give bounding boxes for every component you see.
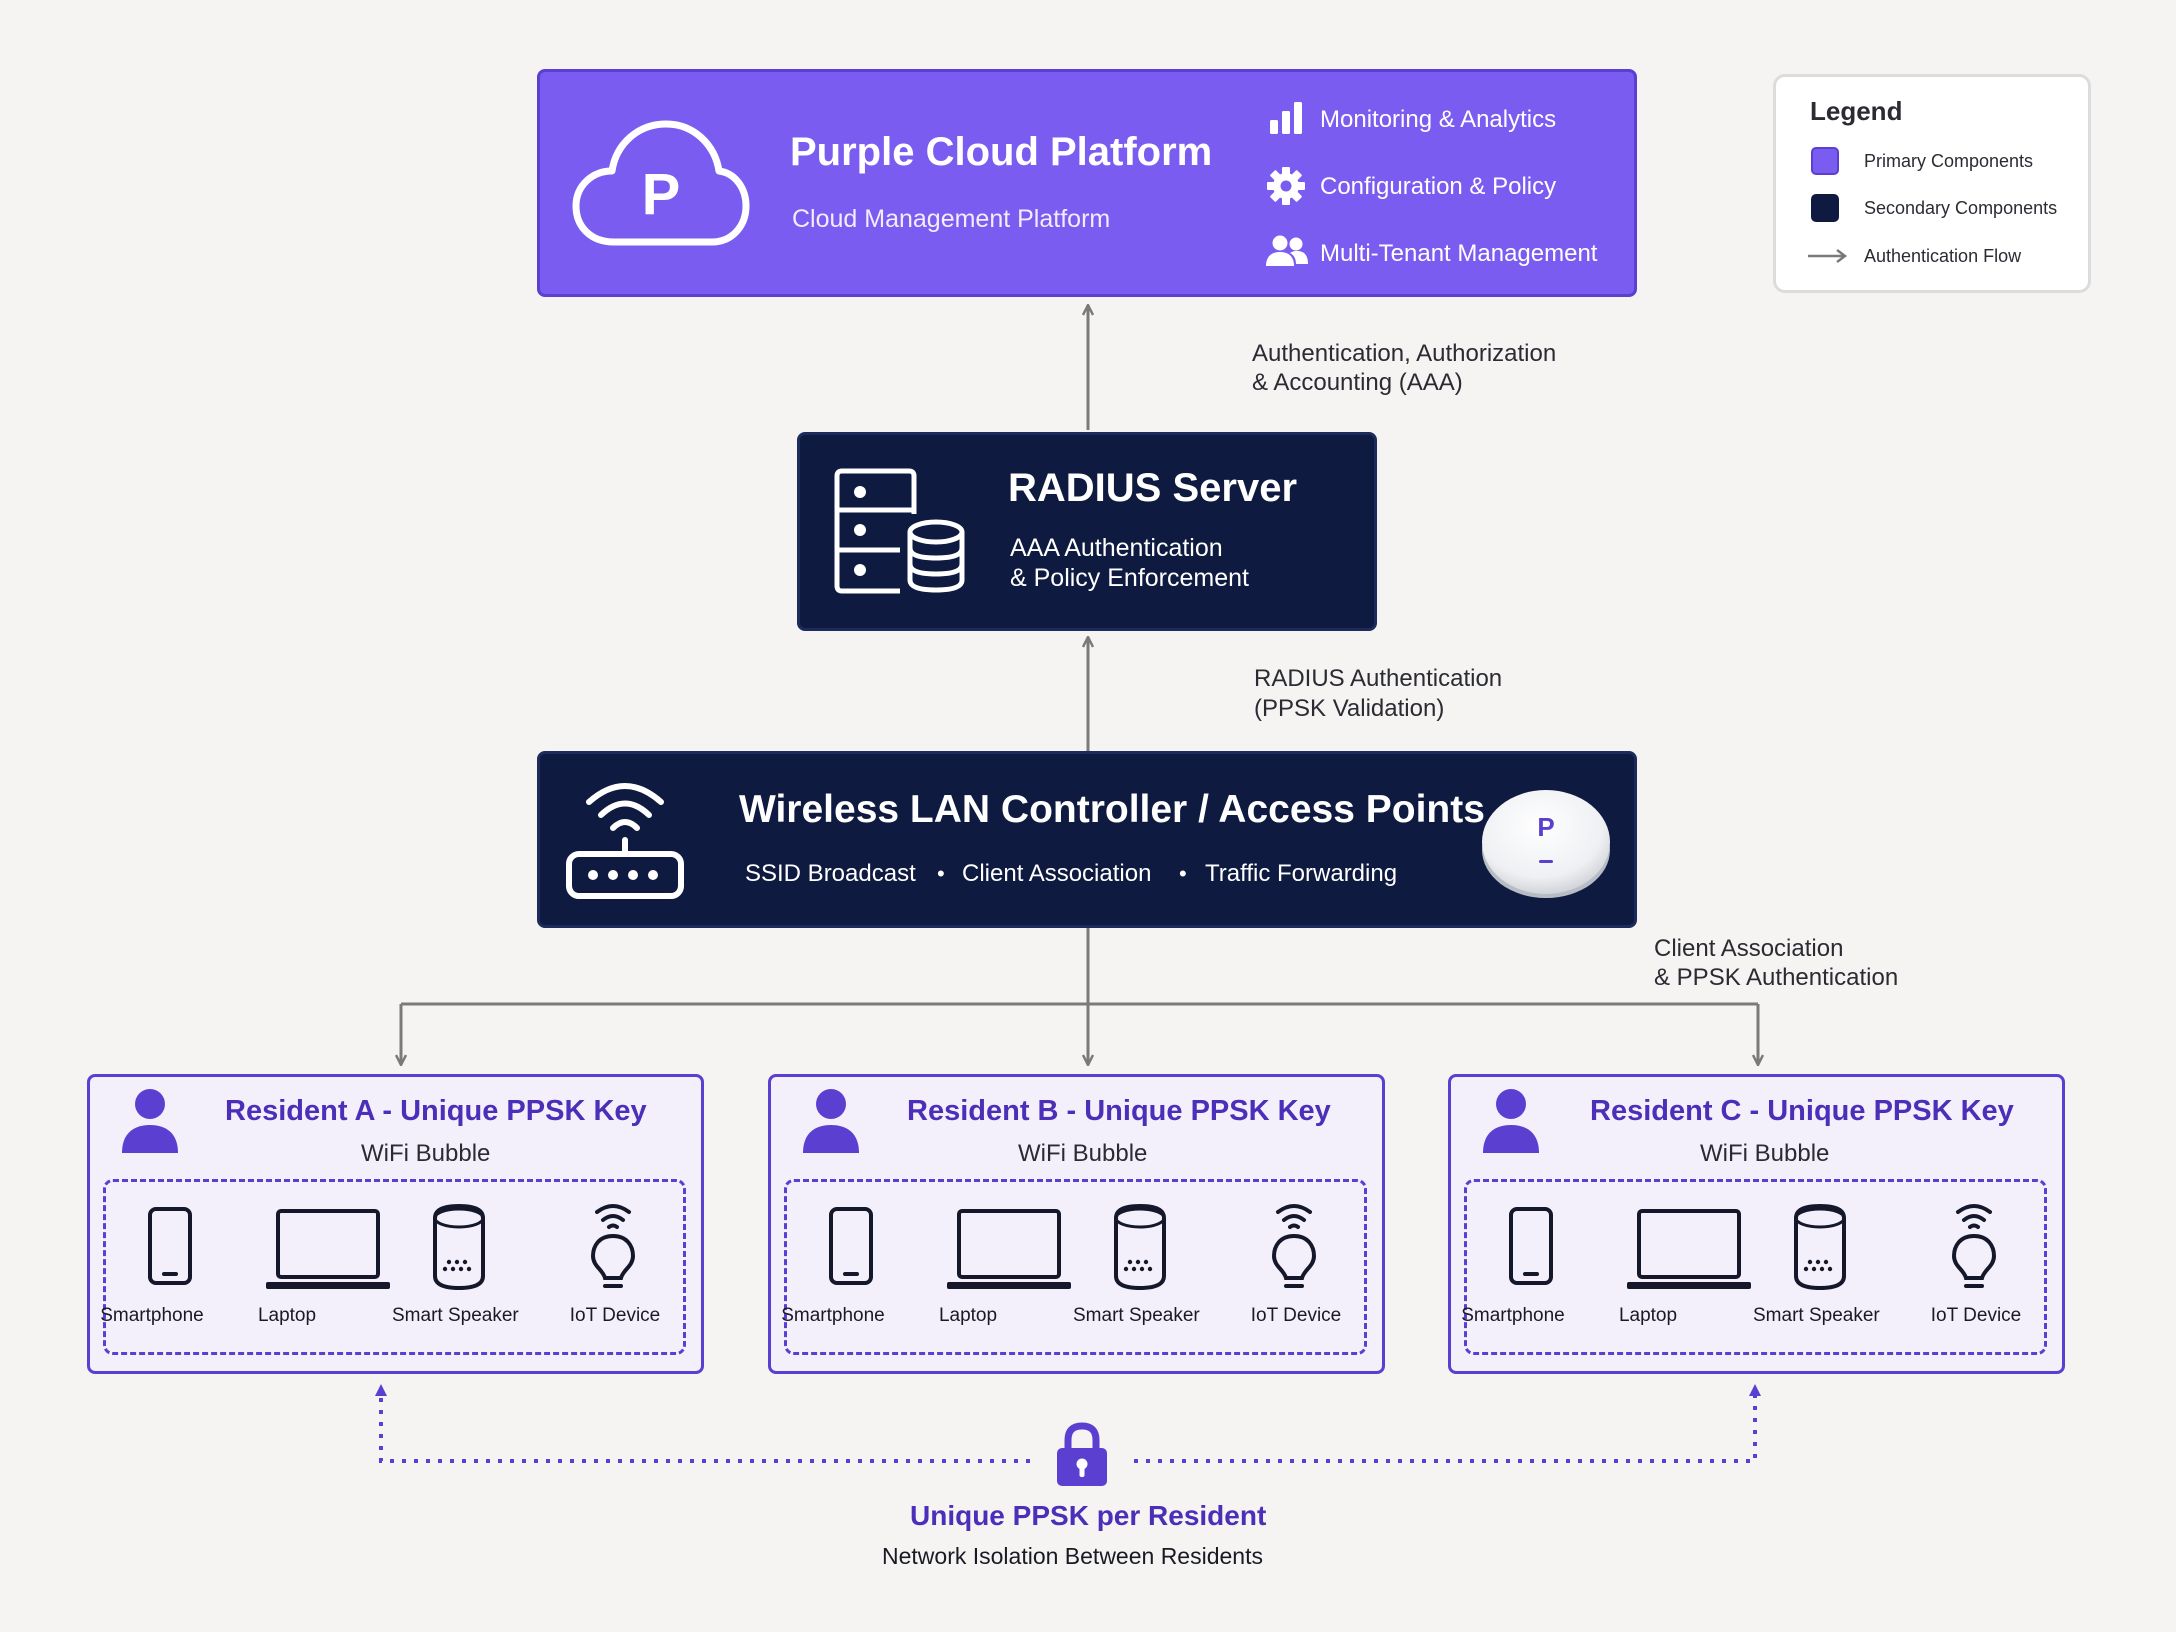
device-label: Laptop [1618, 1305, 1678, 1326]
radius-title: RADIUS Server [1008, 466, 1298, 510]
smartphone-icon [1509, 1207, 1553, 1285]
radius-subtitle-line1: AAA Authentication [1010, 534, 1223, 562]
cloud-icon: P [572, 120, 750, 246]
cloud-title: Purple Cloud Platform [790, 130, 1213, 174]
server-database-icon [834, 468, 965, 594]
resident-subtitle: WiFi Bubble [361, 1140, 491, 1167]
person-icon [1483, 1089, 1539, 1153]
access-point-device-icon: P [1482, 790, 1610, 898]
wlc-feature-traffic: Traffic Forwarding [1205, 860, 1398, 887]
laptop-icon [266, 1209, 390, 1289]
laptop-icon [947, 1209, 1071, 1289]
wlc-title: Wireless LAN Controller / Access Points [739, 788, 1485, 831]
aaa-flow-label-line1: Authentication, Authorization [1252, 340, 1557, 367]
resident-title: Resident B - Unique PPSK Key [907, 1095, 1331, 1127]
users-icon [1266, 235, 1308, 266]
feature-monitoring: Monitoring & Analytics [1320, 106, 1557, 133]
wlc-feature-ssid: SSID Broadcast [745, 860, 916, 887]
router-wifi-icon [566, 783, 684, 899]
wlc-access-points-box [537, 751, 1637, 928]
device-label: IoT Device [569, 1305, 661, 1326]
bar-chart-icon [1270, 102, 1302, 134]
ap-logo-letter: P [1537, 812, 1554, 842]
iot-bulb-icon [590, 1204, 636, 1288]
aaa-flow-label-line2: & Accounting (AAA) [1252, 369, 1463, 396]
wlc-feature-separator: • [1179, 861, 1187, 886]
device-label: Smart Speaker [1073, 1305, 1200, 1326]
device-label: Smartphone [100, 1305, 204, 1326]
smartphone-icon [829, 1207, 873, 1285]
device-label: Laptop [938, 1305, 998, 1326]
legend-label-flow: Authentication Flow [1864, 246, 2022, 266]
device-label: Laptop [257, 1305, 317, 1326]
radius-flow-label-line2: (PPSK Validation) [1254, 695, 1445, 722]
isolation-path-right [1134, 1384, 1761, 1463]
device-label: Smartphone [781, 1305, 885, 1326]
cloud-logo-letter: P [642, 162, 681, 227]
client-flow-label-line2: & PPSK Authentication [1654, 964, 1899, 991]
feature-configuration: Configuration & Policy [1320, 173, 1557, 200]
device-label: IoT Device [1250, 1305, 1342, 1326]
isolation-path-left [375, 1384, 1030, 1463]
resident-title: Resident C - Unique PPSK Key [1590, 1095, 2014, 1127]
resident-title: Resident A - Unique PPSK Key [225, 1095, 647, 1127]
iot-bulb-icon [1951, 1204, 1997, 1288]
legend-title: Legend [1810, 96, 1903, 126]
iot-bulb-icon [1271, 1204, 1317, 1288]
wifi-bubble [784, 1179, 1367, 1355]
device-label: Smart Speaker [1753, 1305, 1880, 1326]
radius-server-box [797, 432, 1377, 631]
device-label: Smart Speaker [392, 1305, 519, 1326]
legend-swatch-primary [1811, 147, 1839, 175]
smartphone-icon [148, 1207, 192, 1285]
person-icon [122, 1089, 178, 1153]
wlc-feature-client-association: Client Association [962, 860, 1152, 887]
smart-speaker-icon [1794, 1203, 1846, 1291]
feature-multi-tenant: Multi-Tenant Management [1320, 240, 1598, 267]
person-icon [803, 1089, 859, 1153]
device-label: IoT Device [1930, 1305, 2022, 1326]
laptop-icon [1627, 1209, 1751, 1289]
isolation-subtitle: Network Isolation Between Residents [882, 1543, 1263, 1569]
resident-subtitle: WiFi Bubble [1700, 1140, 1830, 1167]
legend-swatch-secondary [1811, 194, 1839, 222]
legend-label-primary: Primary Components [1864, 151, 2034, 171]
radius-subtitle-line2: & Policy Enforcement [1010, 564, 1249, 592]
cloud-subtitle: Cloud Management Platform [792, 205, 1111, 233]
device-label: Smartphone [1461, 1305, 1565, 1326]
legend-arrow-icon [1808, 249, 1848, 263]
smart-speaker-icon [1114, 1203, 1166, 1291]
legend-label-secondary: Secondary Components [1864, 198, 2058, 218]
lock-icon [1057, 1422, 1107, 1486]
isolation-title: Unique PPSK per Resident [910, 1500, 1267, 1531]
wlc-feature-separator: • [937, 861, 945, 886]
smart-speaker-icon [433, 1203, 485, 1291]
resident-subtitle: WiFi Bubble [1018, 1140, 1148, 1167]
radius-flow-label-line1: RADIUS Authentication [1254, 665, 1503, 692]
cloud-platform-box [537, 69, 1637, 297]
client-flow-label-line1: Client Association [1654, 935, 1844, 962]
wifi-bubble [103, 1179, 686, 1355]
gear-icon [1267, 167, 1305, 205]
wifi-bubble [1464, 1179, 2047, 1355]
